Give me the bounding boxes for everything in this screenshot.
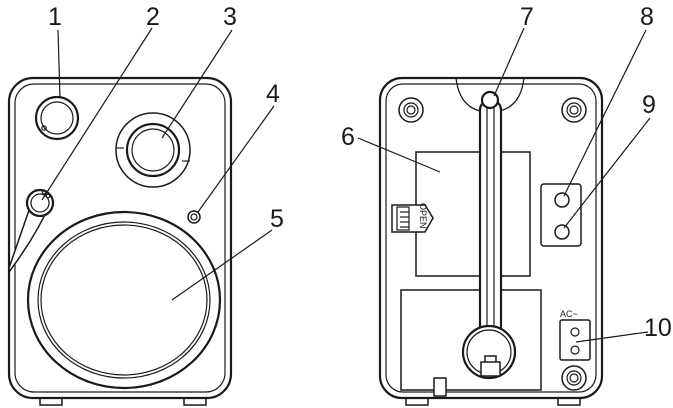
callout-5: 5 [270,205,284,233]
bottom-tab [433,377,447,397]
battery-compartment [415,151,531,277]
callout-10: 10 [644,314,672,342]
callout-1: 1 [48,3,62,31]
side-handle-knob [8,188,55,275]
indicator-led [187,210,201,224]
ac-pin-top [570,327,580,337]
speaker-grille [26,210,222,390]
screw-bottom-right [561,365,587,391]
ac-pin-bottom [570,345,580,355]
back-view: OPEN AC~ [378,76,604,406]
lower-jack [554,224,570,240]
callout-numbers: 1 2 3 4 5 6 7 8 9 10 [48,3,672,342]
leader-2 [41,27,153,201]
tuning-dial [115,112,191,188]
front-cabinet-inner [14,83,226,393]
leader-10 [575,331,649,343]
leader-4 [197,105,275,213]
leader-1 [57,29,61,99]
leader-8 [563,29,647,197]
battery-latch: OPEN [391,203,434,233]
callout-6: 6 [341,123,355,151]
screw-top-right [561,97,587,123]
callout-9: 9 [642,91,656,119]
screw-top-left [398,97,424,123]
callout-8: 8 [640,3,654,31]
ac-label: AC~ [560,309,578,319]
front-view [7,76,233,406]
leader-lines [41,27,651,343]
back-cabinet-inner [385,83,597,393]
callout-4: 4 [266,80,280,108]
jack-panel [540,183,582,247]
upper-jack [554,192,570,208]
battery-open-label: OPEN [418,203,428,229]
leader-6 [357,137,441,173]
callout-7: 7 [520,3,534,31]
callout-3: 3 [223,3,237,31]
leader-9 [563,117,651,229]
callout-2: 2 [146,3,160,31]
leader-7 [493,27,525,97]
leader-5 [171,229,273,301]
leader-3 [161,29,233,139]
telescopic-antenna [461,90,517,380]
front-knob [34,95,80,141]
